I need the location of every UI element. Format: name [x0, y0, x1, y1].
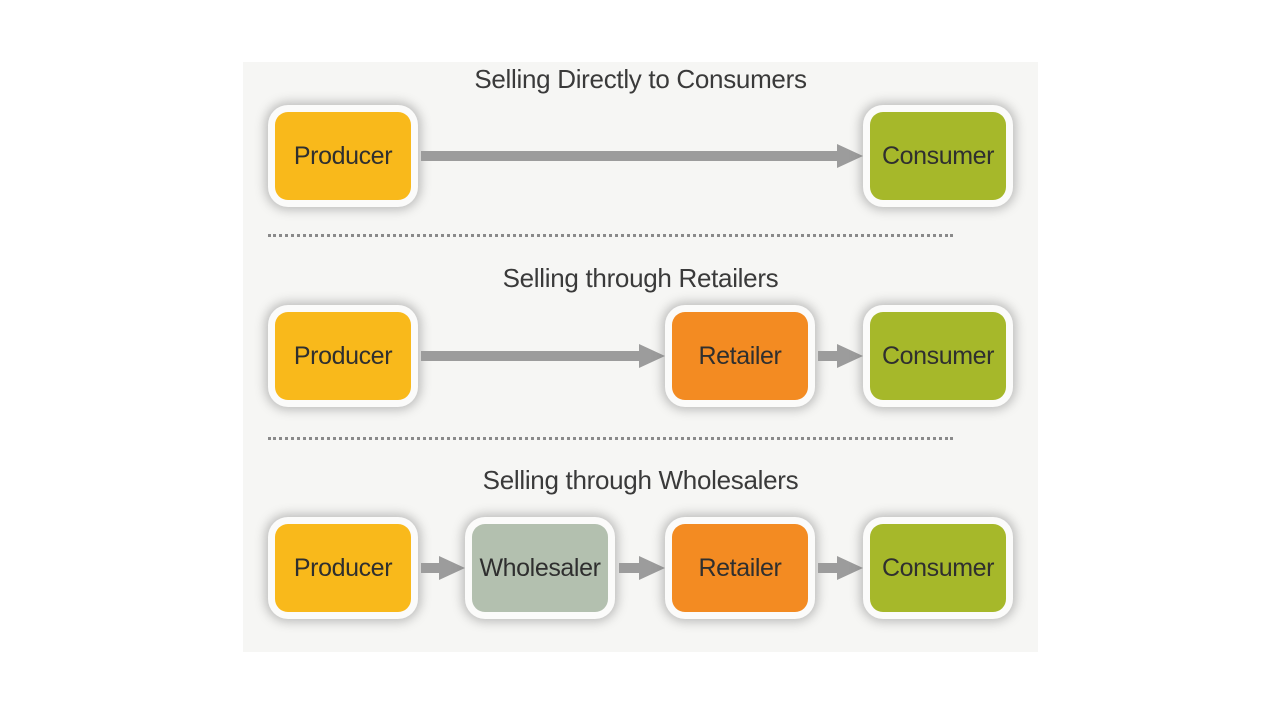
arrow-retailer-to-consumer — [818, 344, 863, 368]
arrow-producer-to-consumer — [421, 144, 863, 168]
consumer-label: Consumer — [870, 112, 1006, 200]
retailer-label: Retailer — [672, 524, 808, 612]
wholesaler-label: Wholesaler — [472, 524, 608, 612]
section-title-wholesalers: Selling through Wholesalers — [482, 465, 799, 495]
producer-node: Producer — [268, 105, 418, 207]
section-divider — [268, 234, 953, 237]
producer-label: Producer — [275, 524, 411, 612]
consumer-label: Consumer — [870, 312, 1006, 400]
section-divider — [268, 437, 953, 440]
arrow-retailer-to-consumer — [818, 556, 863, 580]
retailer-node: Retailer — [665, 517, 815, 619]
arrow-wholesaler-to-retailer — [619, 556, 665, 580]
arrow-producer-to-retailer — [421, 344, 665, 368]
consumer-node: Consumer — [863, 105, 1013, 207]
section-title-direct: Selling Directly to Consumers — [474, 64, 807, 94]
consumer-label: Consumer — [870, 524, 1006, 612]
arrow-producer-to-wholesaler — [421, 556, 465, 580]
retailer-label: Retailer — [672, 312, 808, 400]
consumer-node: Consumer — [863, 305, 1013, 407]
section-title-retailers: Selling through Retailers — [502, 263, 779, 293]
producer-node: Producer — [268, 517, 418, 619]
producer-node: Producer — [268, 305, 418, 407]
distribution-channels-diagram: Selling Directly to Consumers Producer C… — [243, 62, 1038, 652]
retailer-node: Retailer — [665, 305, 815, 407]
producer-label: Producer — [275, 112, 411, 200]
consumer-node: Consumer — [863, 517, 1013, 619]
producer-label: Producer — [275, 312, 411, 400]
wholesaler-node: Wholesaler — [465, 517, 615, 619]
